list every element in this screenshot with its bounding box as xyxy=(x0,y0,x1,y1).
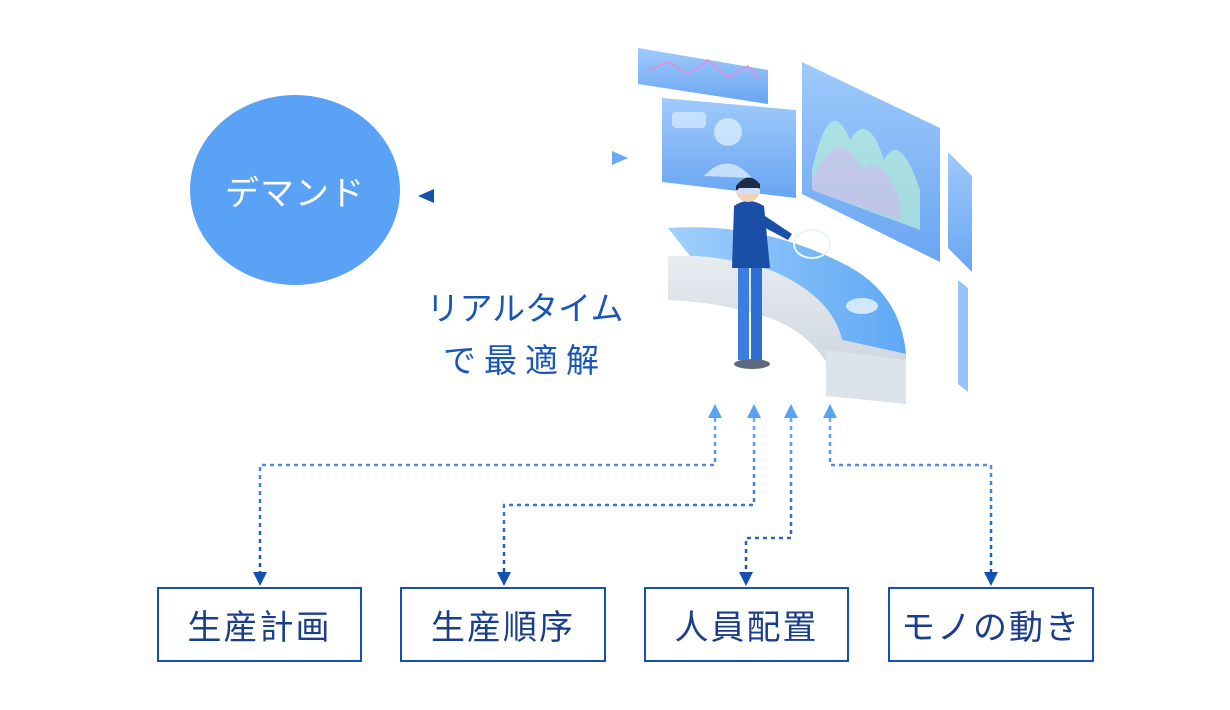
connector-jinin-haichi xyxy=(744,418,793,572)
output-connectors xyxy=(253,404,998,586)
arrow-head-right-icon xyxy=(612,151,628,165)
operator-illustration xyxy=(638,48,972,404)
arrow-down-icon xyxy=(984,572,998,586)
realtime-line-2: で最適解 xyxy=(443,341,607,380)
control-desk-surface xyxy=(668,227,906,354)
output-label: 生産計画 xyxy=(187,608,332,648)
output-box-seisan-junjo: 生産順序 xyxy=(400,587,606,662)
connector-seisan-keikaku xyxy=(258,418,717,572)
arrow-head-left-icon xyxy=(418,189,434,203)
connector-mono-no-ugoki xyxy=(828,418,993,572)
realtime-caption: リアルタイム で最適解 xyxy=(405,283,645,387)
screen-right xyxy=(948,152,972,272)
output-label: 人員配置 xyxy=(674,608,819,648)
screen-top-left xyxy=(638,48,768,104)
demand-circle: デマンド xyxy=(190,95,400,285)
person-torso xyxy=(732,201,770,268)
arrow-down-icon xyxy=(739,572,753,586)
output-box-seisan-keikaku: 生産計画 xyxy=(157,587,362,662)
demand-label: デマンド xyxy=(225,173,365,214)
person-leg xyxy=(738,262,749,360)
arrow-down-icon xyxy=(253,572,267,586)
output-label: 生産順序 xyxy=(431,608,575,648)
demand-arrows xyxy=(418,151,632,203)
arrow-down-icon xyxy=(497,572,511,586)
arrow-up-icon xyxy=(784,404,798,418)
output-box-mono-no-ugoki: モノの動き xyxy=(888,587,1094,662)
realtime-line-1: リアルタイム xyxy=(426,289,624,328)
output-label: モノの動き xyxy=(901,608,1081,648)
arrow-up-icon xyxy=(747,404,761,418)
output-box-jinin-haichi: 人員配置 xyxy=(644,587,849,662)
arrow-up-icon xyxy=(708,404,722,418)
arrow-up-icon xyxy=(823,404,837,418)
connector-seisan-junjo xyxy=(502,418,756,572)
